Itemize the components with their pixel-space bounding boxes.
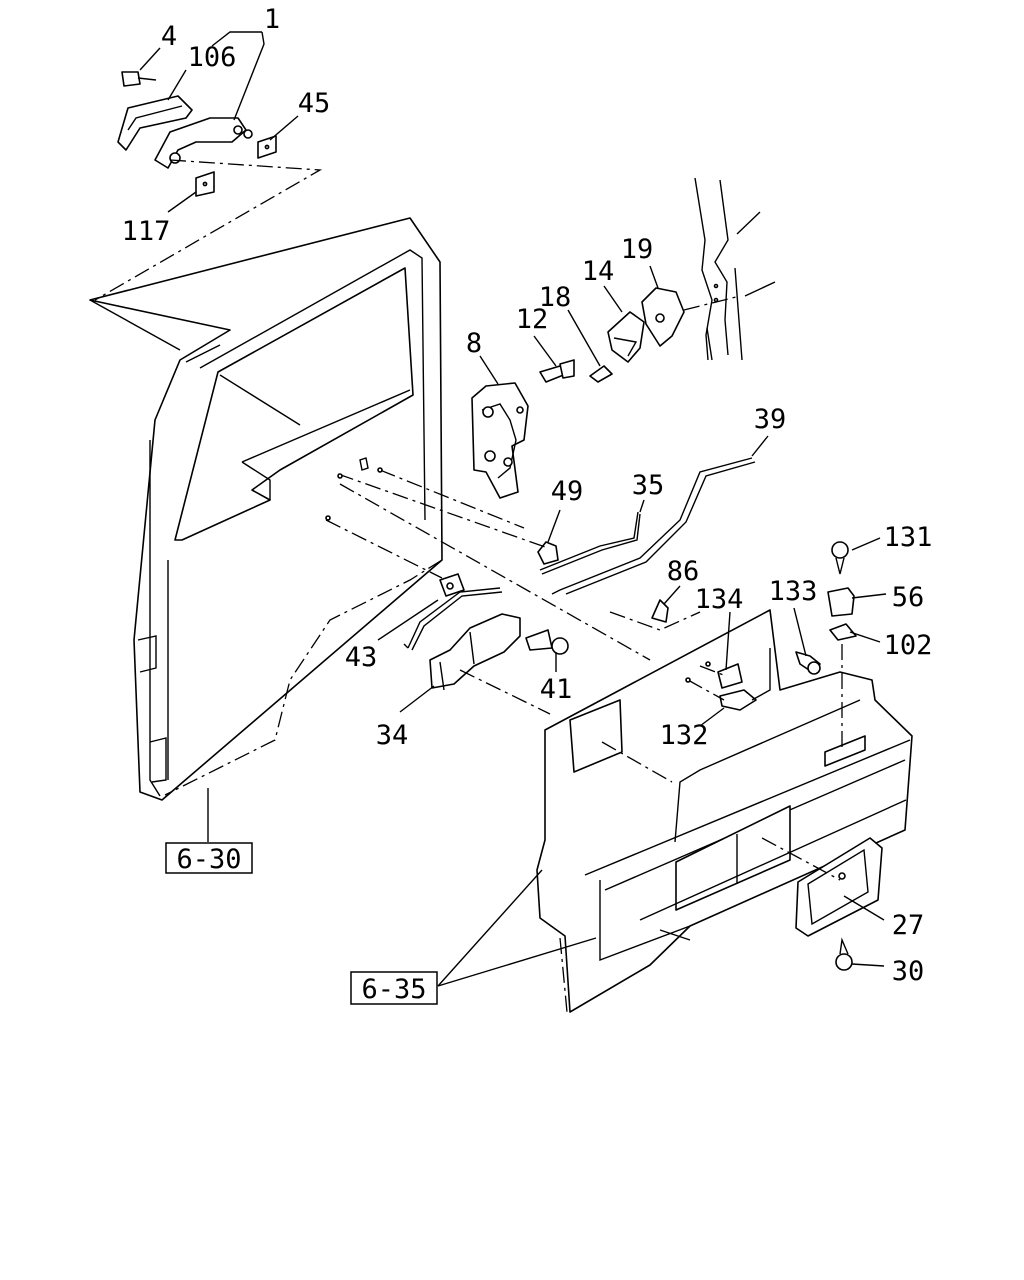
callout-4: 4 (161, 21, 177, 52)
callout-41: 41 (540, 674, 573, 705)
callout-45: 45 (298, 88, 331, 119)
callout-49: 49 (551, 476, 584, 507)
clip-86 (651, 599, 669, 623)
rod-guide-43 (439, 573, 465, 597)
striker (607, 287, 685, 363)
callout-1: 1 (264, 4, 280, 35)
callout-34: 34 (376, 720, 409, 751)
screw-30 (835, 937, 853, 971)
door-lock (471, 382, 529, 499)
callout-30: 30 (892, 956, 925, 987)
callout-8: 8 (466, 328, 482, 359)
hinge-34 (429, 613, 521, 691)
callout-43: 43 (345, 642, 378, 673)
callout-12: 12 (516, 304, 549, 335)
clip-49 (537, 541, 559, 565)
callout-134: 134 (695, 584, 744, 615)
inner-trim-panel (536, 609, 913, 1013)
door-shell (89, 217, 443, 801)
callout-35: 35 (632, 470, 665, 501)
callout-56: 56 (892, 582, 925, 613)
screw-133 (795, 651, 821, 675)
callout-131: 131 (884, 522, 933, 553)
leader-lines (139, 31, 887, 987)
reference-6-35: 6-35 (361, 974, 426, 1005)
inside-handle-27 (795, 837, 883, 937)
callout-102: 102 (884, 630, 933, 661)
callout-labels: 1 4 106 45 117 8 12 18 14 19 39 35 49 13… (122, 4, 933, 987)
reference-door: 6-30 (165, 842, 253, 875)
callout-39: 39 (754, 404, 787, 435)
callout-18: 18 (539, 282, 572, 313)
bracket-132 (719, 689, 757, 711)
callout-133: 133 (769, 576, 818, 607)
screw-41 (525, 629, 569, 655)
assembly-lines (325, 295, 843, 881)
callout-86: 86 (667, 556, 700, 587)
lock-screw-12 (539, 359, 575, 383)
callout-19: 19 (621, 234, 654, 265)
callout-132: 132 (660, 720, 709, 751)
door-pillar (694, 177, 776, 361)
callout-14: 14 (582, 256, 615, 287)
screw-131 (831, 541, 849, 575)
clip-102 (829, 623, 857, 641)
outside-handle-assembly (94, 71, 323, 301)
cap-56 (827, 587, 855, 617)
reference-trim: 6-35 (350, 971, 438, 1005)
reference-6-30: 6-30 (176, 844, 241, 875)
callout-106: 106 (188, 42, 237, 73)
callout-27: 27 (892, 910, 925, 941)
callout-117: 117 (122, 216, 171, 247)
striker-screw-18 (589, 365, 613, 383)
clip-134 (717, 663, 743, 689)
lock-rods (403, 457, 756, 651)
